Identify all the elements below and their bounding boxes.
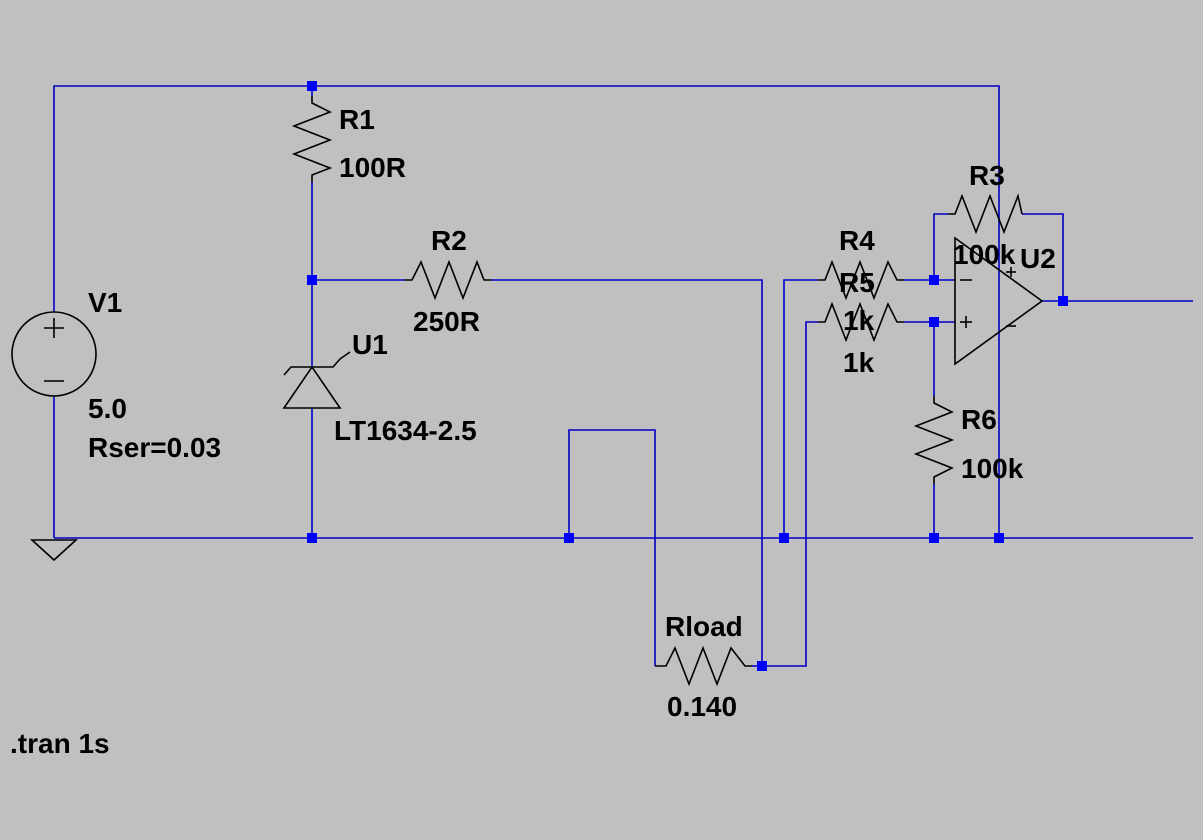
- r5-value-label: 1k: [843, 347, 875, 378]
- r4-resistor[interactable]: [818, 259, 904, 301]
- junction: [1058, 296, 1068, 306]
- u2-opamp[interactable]: [954, 236, 1044, 366]
- u2-name-label: U2: [1020, 243, 1056, 274]
- wire-r3-feedback-right[interactable]: [1022, 213, 1064, 301]
- r1-value-label: 100R: [339, 152, 406, 183]
- ground-icon: [29, 539, 79, 562]
- junction: [929, 317, 939, 327]
- r2-value-label: 250R: [413, 306, 480, 337]
- junction: [307, 81, 317, 91]
- r5-name-label: R5: [839, 267, 875, 298]
- v1-value-label: 5.0: [88, 393, 127, 424]
- u1-name-label: U1: [352, 329, 388, 360]
- wire-r4-from-ground[interactable]: [783, 279, 818, 538]
- r3-resistor[interactable]: [948, 193, 1023, 235]
- r2-name-label: R2: [431, 225, 467, 256]
- junction: [929, 275, 939, 285]
- r1-resistor[interactable]: [291, 96, 333, 182]
- r3-name-label: R3: [969, 160, 1005, 191]
- rload-name-label: Rload: [665, 611, 743, 642]
- junction: [757, 661, 767, 671]
- r4-value-label: 1k: [843, 305, 875, 336]
- r6-resistor[interactable]: [913, 396, 955, 484]
- wire-r2-to-rload[interactable]: [491, 279, 763, 666]
- junction: [307, 533, 317, 543]
- u1-value-label: LT1634-2.5: [334, 415, 477, 446]
- wire-top-rail[interactable]: [53, 85, 1000, 538]
- rload-resistor[interactable]: [655, 645, 752, 687]
- r6-value-label: 100k: [961, 453, 1024, 484]
- junctions: [307, 81, 1068, 671]
- r6-name-label: R6: [961, 404, 997, 435]
- wire-ground-loop[interactable]: [568, 429, 656, 666]
- junction: [994, 533, 1004, 543]
- wires: [53, 85, 1193, 667]
- junction: [929, 533, 939, 543]
- r2-resistor[interactable]: [405, 259, 491, 301]
- wire-r3-feedback-left[interactable]: [933, 213, 948, 280]
- wire-rload-sense[interactable]: [762, 321, 818, 667]
- r5-resistor[interactable]: [818, 301, 904, 343]
- rload-value-label: 0.140: [667, 691, 737, 722]
- tran-directive[interactable]: .tran 1s: [10, 728, 110, 759]
- r1-name-label: R1: [339, 104, 375, 135]
- junction: [307, 275, 317, 285]
- v1-rser-label: Rser=0.03: [88, 432, 221, 463]
- junction: [564, 533, 574, 543]
- r4-name-label: R4: [839, 225, 875, 256]
- u1-reference-diode[interactable]: [282, 351, 351, 409]
- junction: [779, 533, 789, 543]
- r3-value-label: 100k: [953, 239, 1016, 270]
- v1-voltage-source[interactable]: [11, 311, 97, 397]
- v1-name-label: V1: [88, 287, 122, 318]
